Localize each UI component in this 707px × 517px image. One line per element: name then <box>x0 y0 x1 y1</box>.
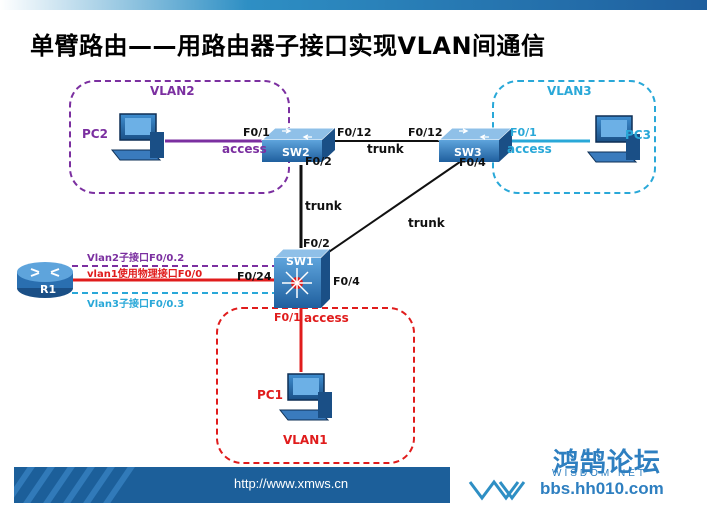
vlan3-subinterface-label: Vlan3子接口F0/0.3 <box>87 299 185 310</box>
sw2-port-f02: F0/2 <box>305 155 332 168</box>
forum-logo-text: 鸿鹄论坛 <box>553 448 662 478</box>
top-decor-bar <box>0 0 707 10</box>
sw3-access-label: access <box>507 142 552 156</box>
forum-logo-subtext: WISDOM NET <box>552 468 647 479</box>
sw3-label: SW3 <box>454 146 482 159</box>
trunk-sw1-sw2-label: trunk <box>305 199 342 213</box>
vlan2-label: VLAN2 <box>150 84 195 98</box>
pc1-icon <box>278 373 332 421</box>
vlan1-label: VLAN1 <box>283 433 328 447</box>
pc1-label: PC1 <box>257 388 283 402</box>
page-title: 单臂路由——用路由器子接口实现VLAN间通信 <box>30 32 546 60</box>
switch-sw3-icon <box>437 127 514 162</box>
link-sw1-sw3 <box>319 154 471 259</box>
pc2-label: PC2 <box>82 127 108 141</box>
vlan2-subinterface-label: Vlan2子接口F0/0.2 <box>87 253 185 264</box>
sw3-port-f01: F0/1 <box>510 126 537 139</box>
sw3-port-f012: F0/12 <box>408 126 443 139</box>
forum-url[interactable]: bbs.hh010.com <box>540 479 664 498</box>
pc3-icon <box>586 115 640 163</box>
r1-label: R1 <box>40 283 57 296</box>
footer-bar: http://www.xmws.cn <box>14 467 450 503</box>
switch-sw1-icon <box>272 248 332 308</box>
sw3-port-f04: F0/4 <box>459 156 486 169</box>
router-r1-icon <box>17 262 73 298</box>
pc2-icon <box>110 113 164 161</box>
sw2-label: SW2 <box>282 146 310 159</box>
trunk-sw2-sw3-label: trunk <box>367 142 404 156</box>
sw2-port-f01: F0/1 <box>243 126 270 139</box>
pc3-label: PC3 <box>625 128 651 142</box>
footer-url[interactable]: http://www.xmws.cn <box>234 476 349 491</box>
sw1-port-f02: F0/2 <box>303 237 330 250</box>
sw1-access-label: access <box>304 311 349 325</box>
vlan1-physical-label: vlan1使用物理接口F0/0 <box>87 269 203 280</box>
trunk-sw1-sw3-label: trunk <box>408 216 445 230</box>
footer-stripes <box>14 467 135 503</box>
footer-wave-logo <box>468 479 526 501</box>
switch-sw2-icon <box>260 127 337 162</box>
sw1-port-f04: F0/4 <box>333 275 360 288</box>
sw2-access-label: access <box>222 142 267 156</box>
sw1-port-f024: F0/24 <box>237 270 272 283</box>
sw2-port-f012: F0/12 <box>337 126 372 139</box>
vlan3-label: VLAN3 <box>547 84 592 98</box>
sw1-port-f01: F0/1 <box>274 311 301 324</box>
sw1-label: SW1 <box>286 255 314 268</box>
